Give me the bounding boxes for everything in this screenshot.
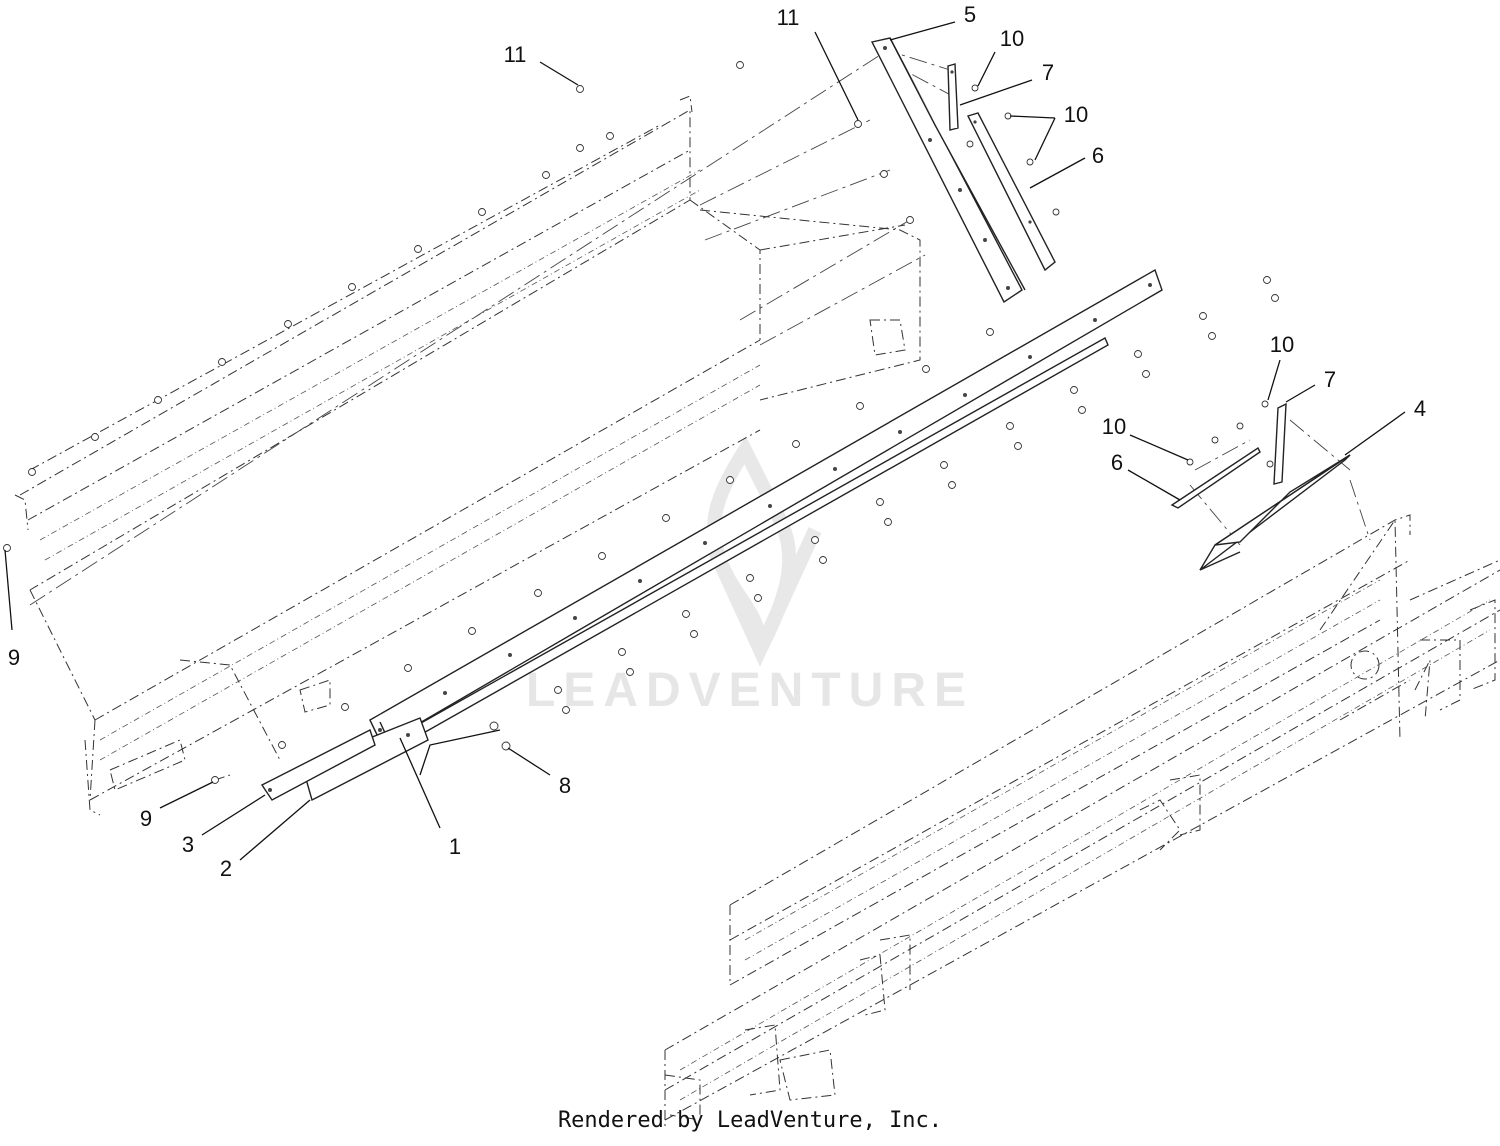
callout-11-top: 11 [777, 5, 800, 30]
callout-6-top: 6 [1092, 143, 1104, 168]
callout-labels: 11 11 5 10 7 10 6 10 7 4 10 6 9 9 3 2 1 … [8, 2, 1426, 881]
callout-6-lower: 6 [1111, 450, 1123, 475]
leadventure-watermark: LEADVENTURE [526, 435, 974, 717]
callout-5: 5 [964, 2, 976, 27]
callout-2: 2 [220, 856, 232, 881]
part-7-strip-lower [1273, 402, 1287, 485]
lower-screws [1186, 400, 1274, 468]
callout-7-right: 7 [1324, 367, 1336, 392]
part-3-trim-piece [260, 729, 376, 801]
left-side-panel-assembly [14, 95, 921, 816]
callout-8: 8 [559, 773, 571, 798]
callout-7-top: 7 [1042, 60, 1054, 85]
callout-4: 4 [1414, 396, 1426, 421]
callout-3: 3 [182, 832, 194, 857]
callout-10-lower: 10 [1102, 414, 1126, 439]
loose-hardware [554, 276, 1279, 714]
callout-1: 1 [449, 834, 461, 859]
callout-10-top: 10 [1000, 26, 1024, 51]
part-6-flat-bar-lower [1170, 446, 1261, 509]
render-credit: Rendered by LeadVenture, Inc. [557, 1108, 943, 1133]
part-5-angle-bracket [870, 37, 1026, 304]
right-frame-assembly [664, 514, 1500, 1130]
watermark-text: LEADVENTURE [526, 664, 974, 717]
panel-bolts [3, 61, 994, 784]
callout-9-bottom: 9 [140, 806, 152, 831]
phantom-alignment-lines [29, 47, 1371, 606]
callout-11-left: 11 [504, 42, 527, 67]
part-6-flat-bar-upper [967, 112, 1056, 272]
callout-leaders [4, 21, 1406, 861]
part-4-angle-bracket [1199, 454, 1351, 571]
callout-10-mid: 10 [1064, 102, 1088, 127]
callout-9-left: 9 [8, 645, 20, 670]
part-7-strip-upper [947, 63, 959, 131]
callout-10-right: 10 [1270, 332, 1294, 357]
